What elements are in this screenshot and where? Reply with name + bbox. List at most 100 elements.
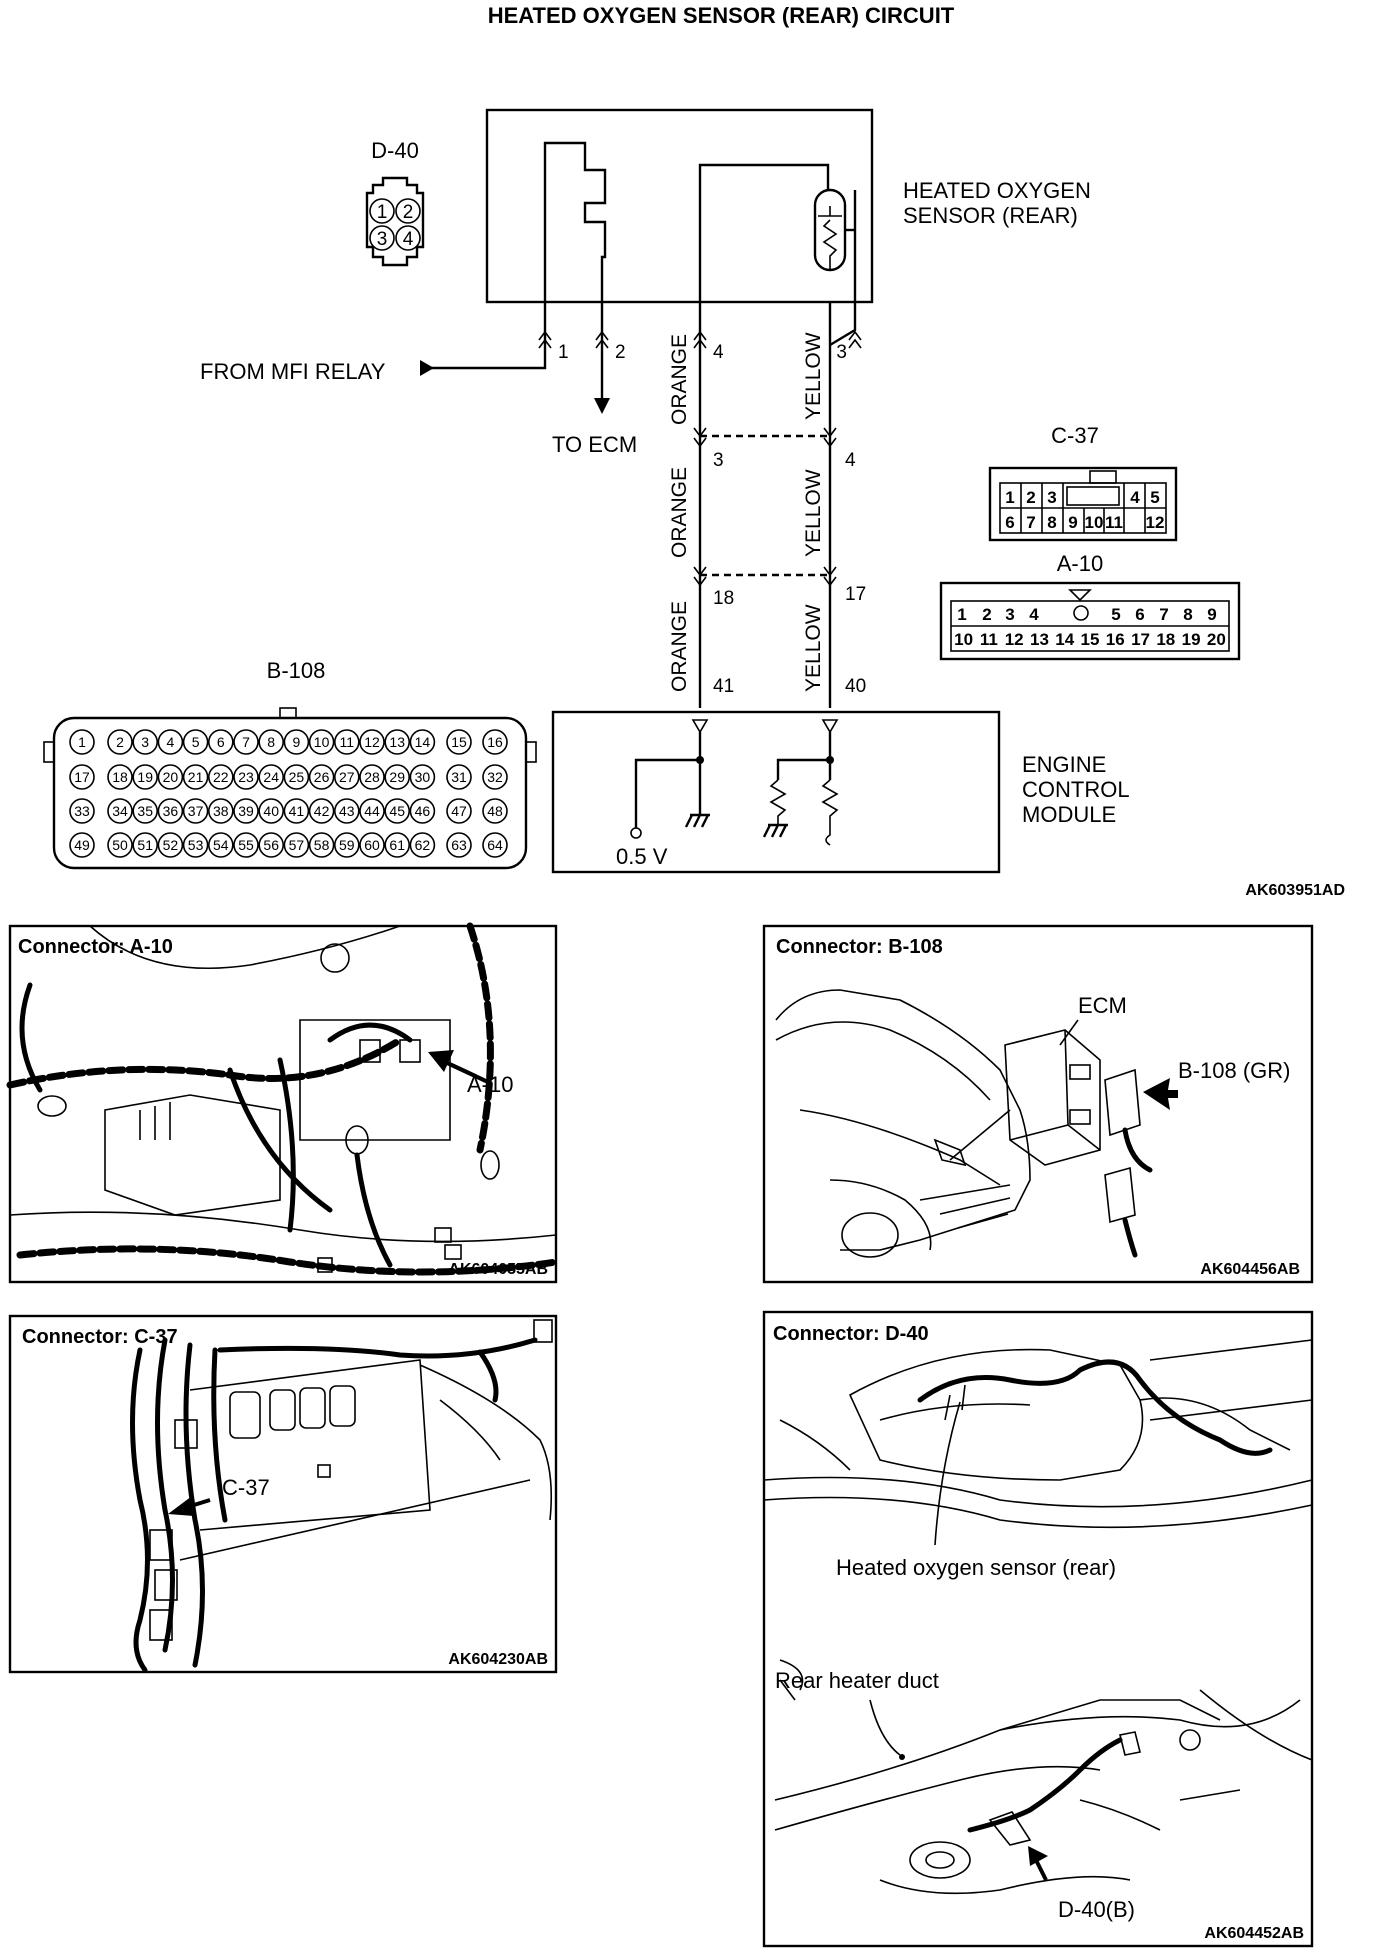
b108-pin-label: 28 [364,769,380,785]
a10-pin-18: 18 [713,588,734,609]
b108-pin-label: 63 [451,837,467,853]
b108-pin [69,798,95,824]
b108-pin-label: 7 [242,734,250,750]
b108-pin [482,832,508,858]
connector-d40-label: D-40 [371,138,419,163]
a10-pin-label: 12 [1005,630,1024,649]
a10-pin-label: 2 [982,605,991,624]
b108-pin-label: 50 [112,837,128,853]
b108-pin [409,764,436,790]
b108-pin-label: 13 [389,734,405,750]
b108-pin [69,764,95,790]
panel-b108-callout: B-108 (GR) [1178,1058,1290,1083]
b108-pin [157,832,184,858]
a10-pin-label: 8 [1183,605,1192,624]
b108-pin [157,798,184,824]
b108-pin [409,798,436,824]
sensor-pin-3: 3 [836,342,847,363]
yellow-label-2: YELLOW [802,469,825,557]
b108-pin-label: 48 [487,803,503,819]
d40-pin-4: 4 [403,229,414,250]
panel-d40-sensor-label: Heated oxygen sensor (rear) [836,1555,1116,1580]
b108-pin-label: 32 [487,769,503,785]
b108-pin [208,798,234,824]
c37-pin-label: 9 [1068,513,1077,532]
b108-pin-label: 39 [238,803,254,819]
connector-a10-face: A-10 [939,551,1241,661]
a10-pin-label: 3 [1005,605,1014,624]
b108-pin-label: 4 [167,734,175,750]
panel-d40: Connector: D-40 Heated oxygen sensor (re… [762,1310,1314,1948]
b108-pin [107,729,133,755]
b108-pin [283,798,310,824]
a10-pin-label: 11 [980,630,998,649]
b108-pin [233,764,259,790]
connector-d40-face: D-40 1 2 3 4 [365,138,425,267]
b108-pin-label: 26 [314,769,330,785]
b108-pin [258,729,285,755]
b108-pin [384,832,411,858]
b108-pin-label: 1 [78,734,86,750]
b108-pin [132,764,158,790]
connector-a10-label: A-10 [1057,551,1103,576]
b108-pin [132,729,158,755]
b108-pin-label: 29 [389,769,405,785]
b108-pin [333,832,360,858]
ecm-label-line2: CONTROL [1022,777,1130,802]
b108-pin [446,764,472,790]
b108-pin-label: 55 [238,837,254,853]
diagram-code: AK603951AD [1245,882,1345,899]
d40-pin-3: 3 [377,229,388,250]
b108-pin-label: 41 [289,803,305,819]
b108-pin [258,832,285,858]
b108-pin [333,798,360,824]
c37-pin-4: 4 [845,450,856,471]
b108-pin [446,832,472,858]
panel-c37-code: AK604230AB [448,1651,548,1668]
b108-pin-label: 59 [339,837,355,853]
a10-pin-label: 13 [1030,630,1049,649]
b108-pin-label: 20 [163,769,179,785]
b108-pin-label: 35 [137,803,153,819]
b108-pin-label: 37 [188,803,204,819]
b108-pin-label: 38 [213,803,229,819]
b108-pin-label: 57 [289,837,305,853]
a10-pin-label: 19 [1182,630,1201,649]
b108-pin-label: 22 [213,769,229,785]
sensor-connector-pins: 1 FROM MFI RELAY 2 TO ECM 4 3 [200,302,862,457]
connector-c37-face: C-37 [988,423,1178,542]
b108-pin [308,798,335,824]
sensor-pin-1: 1 [558,342,569,363]
b108-pin [482,798,508,824]
b108-pin-label: 56 [263,837,279,853]
b108-pin-label: 30 [415,769,431,785]
b108-pin [107,764,133,790]
a10-pin-label: 6 [1135,605,1144,624]
panel-c37: Connector: C-37 C-37 AK604230AB [8,1314,558,1674]
b108-pin-label: 64 [487,837,503,853]
b108-pin [208,832,234,858]
c37-pin-label: 10 [1085,513,1104,532]
b108-pin-label: 25 [289,769,305,785]
c37-pin-label: 7 [1026,513,1035,532]
b108-pin [308,729,335,755]
wire-color-labels: ORANGE ORANGE ORANGE YELLOW YELLOW YELLO… [668,332,825,692]
a10-junction: 18 17 [693,566,866,609]
panel-a10-callout: A-10 [467,1072,513,1097]
b108-pin [208,729,234,755]
b108-pin-label: 17 [74,769,90,785]
b108-pin [308,764,335,790]
panel-b108: Connector: B-108 ECM B-108 (GR) AK604456… [762,924,1314,1284]
b108-pin [384,798,411,824]
b108-pin [384,729,411,755]
b108-pin [409,832,436,858]
sensor-label-line1: HEATED OXYGEN [903,178,1091,203]
b108-pin-label: 47 [451,803,467,819]
c37-pin-label: 2 [1026,488,1035,507]
sensor-pin-4: 4 [713,342,724,363]
from-mfi-relay-label: FROM MFI RELAY [200,359,386,384]
b108-pin [233,798,259,824]
a10-pin-label: 17 [1131,630,1150,649]
